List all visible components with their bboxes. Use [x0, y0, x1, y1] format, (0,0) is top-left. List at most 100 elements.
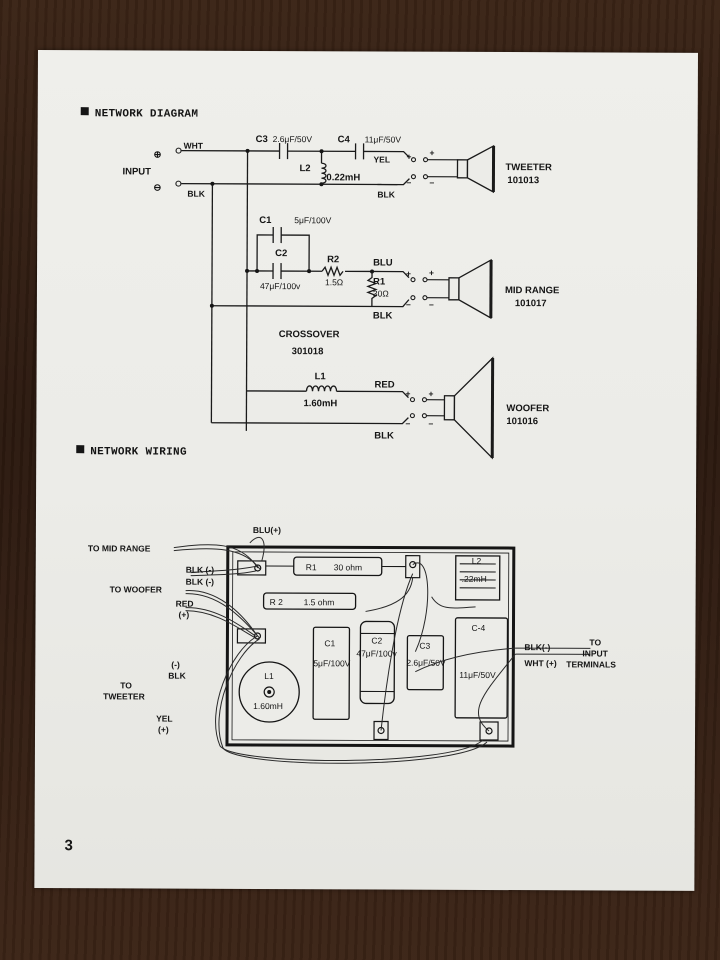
wiring-r1-resistor — [265, 556, 406, 577]
to-input-to: TO — [589, 637, 601, 647]
woofer-speaker-icon — [443, 356, 495, 460]
tweeter-speaker-plus: + — [430, 148, 435, 158]
to-woofer-label: TO WOOFER — [110, 584, 162, 594]
mid-minus: − — [406, 300, 411, 310]
crossover-label: CROSSOVER — [279, 329, 340, 340]
wiring-c1-capacitor — [312, 626, 351, 721]
woofer-plus: + — [405, 389, 410, 399]
wiring-yel: YEL — [156, 714, 173, 724]
section-bullet-icon — [80, 107, 89, 116]
wiring-c4-capacitor — [454, 617, 509, 719]
r1-label: R1 — [373, 276, 386, 287]
wiring-c4-value: 11μF/50V — [459, 670, 496, 680]
wiring-l1-value: 1.60mH — [253, 701, 283, 711]
blk-tweeter-label: BLK — [377, 189, 395, 199]
wiring-c1-label: C1 — [324, 638, 335, 648]
to-tweeter-label: TWEETER — [103, 691, 145, 701]
wiring-l2-inductor — [454, 555, 501, 601]
network-wiring-heading: NETWORK WIRING — [90, 446, 187, 458]
woofer-name: WOOFER — [506, 403, 549, 414]
wiring-tweeter-blk: BLK — [168, 671, 186, 681]
c1-label: C1 — [259, 215, 272, 226]
wiring-r2-label: R 2 — [270, 597, 284, 607]
mid-range-name: MID RANGE — [505, 285, 559, 296]
wiring-cables — [173, 537, 591, 764]
wiring-blk-in: BLK(-) — [524, 642, 550, 652]
wiring-l2-label: L2 — [472, 556, 482, 566]
wiring-blu-plus: BLU(+) — [253, 525, 281, 535]
woofer-terminals — [409, 397, 445, 419]
input-minus-terminal — [175, 180, 182, 187]
wiring-wht-in: WHT (+) — [524, 658, 557, 668]
tweeter-part-number: 101013 — [507, 175, 539, 186]
woofer-part-number: 101016 — [506, 416, 538, 427]
crossover-part-number: 301018 — [292, 346, 324, 357]
c2-label: C2 — [275, 248, 287, 259]
mid-range-speaker-icon — [448, 258, 493, 320]
r2-label: R2 — [327, 254, 339, 265]
input-minus-symbol: ⊖ — [153, 183, 161, 194]
l2-value: 0.22mH — [326, 172, 360, 183]
wiring-blk-minus-2: BLK (-) — [186, 577, 215, 587]
to-tweeter-to: TO — [120, 680, 132, 690]
page-number: 3 — [64, 837, 72, 854]
wiring-c2-value: 47μF/100v — [356, 648, 397, 658]
l1-inductor-symbol — [305, 385, 338, 392]
tweeter-plus: + — [407, 152, 412, 162]
tweeter-terminals — [410, 157, 458, 180]
tweeter-name: TWEETER — [505, 162, 552, 173]
blk-woofer-label: BLK — [374, 430, 394, 441]
c3-capacitor-symbol — [278, 143, 289, 160]
wiring-r1-value: 30 ohm — [334, 562, 362, 572]
wiring-r1-label: R1 — [306, 562, 317, 572]
blu-label: BLU — [373, 257, 393, 268]
input-plus-terminal — [175, 147, 182, 154]
wiring-red-plus: (+) — [179, 610, 190, 620]
c2-value: 47μF/100v — [260, 281, 301, 291]
r2-resistor-symbol — [321, 265, 344, 278]
l1-value: 1.60mH — [303, 398, 337, 409]
mid-speaker-minus: − — [429, 300, 434, 310]
c3-label: C3 — [256, 134, 268, 145]
to-mid-range-label: TO MID RANGE — [88, 543, 151, 553]
schematic-sheet: NETWORK DIAGRAM INPUT ⊕ ⊖ WHT BLK — [64, 107, 616, 854]
blk-input-label: BLK — [187, 189, 205, 199]
c2-capacitor-symbol — [272, 263, 282, 280]
blk-mid-label: BLK — [373, 310, 393, 321]
wiring-r2-resistor — [262, 592, 357, 611]
red-label: RED — [375, 379, 395, 390]
section-bullet-icon — [76, 445, 85, 454]
wiring-c3-label: C3 — [419, 641, 430, 651]
wiring-c2-capacitor — [359, 620, 396, 705]
c4-capacitor-symbol — [354, 143, 365, 160]
woofer-speaker-minus: − — [428, 419, 433, 429]
c1-value: 5μF/100V — [294, 215, 331, 225]
wiring-blk-minus-1: BLK (-) — [186, 565, 215, 575]
tweeter-speaker-minus: − — [429, 178, 434, 188]
l2-inductor-symbol — [321, 162, 327, 184]
input-plus-symbol: ⊕ — [154, 150, 162, 161]
woofer-minus: − — [405, 419, 410, 429]
wiring-tweeter-minus: (-) — [171, 660, 180, 670]
wiring-l2-value: .22mH — [462, 574, 487, 584]
l2-label: L2 — [299, 163, 310, 174]
mid-speaker-plus: + — [429, 268, 434, 278]
network-diagram-heading: NETWORK DIAGRAM — [95, 108, 199, 120]
mid-range-part-number: 101017 — [515, 298, 547, 309]
wht-label: WHT — [184, 141, 204, 151]
l1-label: L1 — [315, 371, 327, 382]
c4-value: 11μF/50V — [365, 134, 402, 144]
wiring-c3-value: 2.6μF/50V — [406, 658, 446, 668]
wiring-c1-value: 5μF/100V — [313, 658, 350, 668]
r2-value: 1.5Ω — [325, 277, 343, 287]
wiring-l1-label: L1 — [264, 671, 274, 681]
mid-range-terminals — [410, 277, 450, 301]
to-input-terminals: TERMINALS — [566, 659, 616, 669]
c4-label: C4 — [338, 134, 351, 145]
r1-resistor-symbol — [366, 271, 378, 307]
wiring-c4-label: C-4 — [471, 623, 485, 633]
tweeter-minus: − — [406, 178, 411, 188]
r1-value: 30Ω — [373, 288, 389, 298]
manual-page: NETWORK DIAGRAM INPUT ⊕ ⊖ WHT BLK — [34, 50, 698, 891]
wiring-l1-inductor — [238, 661, 300, 723]
